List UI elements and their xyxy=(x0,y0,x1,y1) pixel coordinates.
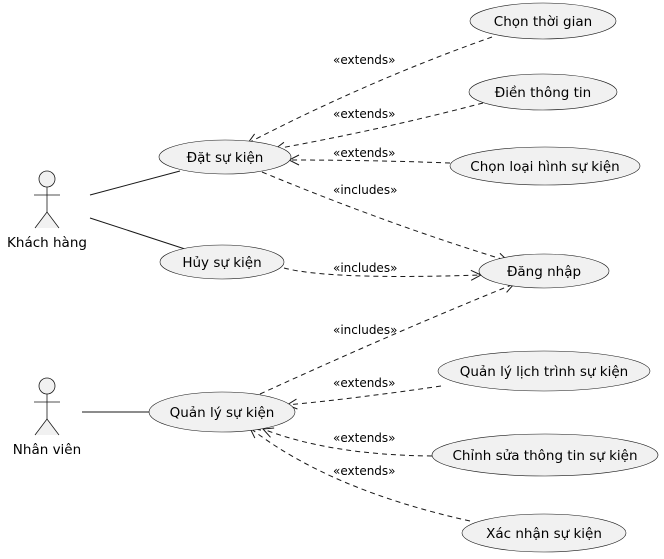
dependency-arrow xyxy=(287,385,442,405)
stereotype-label: «includes» xyxy=(333,261,397,275)
use-case-xac-nhan-su-kien: Xác nhận sự kiện xyxy=(461,513,627,553)
actor-staff: Nhân viên xyxy=(13,377,81,458)
dependency-arrow xyxy=(261,171,508,261)
relation-quan-ly-lich-trinh-to-quan-ly-su-kien: «extends» xyxy=(287,376,442,405)
use-case-ellipse xyxy=(158,139,292,175)
relation-quan-ly-su-kien-to-dang-nhap: «includes» xyxy=(259,284,514,395)
use-case-quan-ly-su-kien: Quản lý sự kiện xyxy=(148,391,296,433)
relation-dat-su-kien-to-dang-nhap: «includes» xyxy=(261,171,508,261)
use-case-chon-loai-hinh: Chọn loại hình sự kiện xyxy=(449,146,641,186)
use-case-ellipse xyxy=(478,253,610,289)
use-case-label: Đặt sự kiện xyxy=(187,150,264,166)
association-customer-dat-su-kien xyxy=(89,170,181,196)
use-case-ellipse xyxy=(437,350,651,392)
use-case-label: Hủy sự kiện xyxy=(182,255,261,271)
association-customer-huy-su-kien xyxy=(89,217,189,251)
actor-legs xyxy=(34,211,60,229)
use-case-ellipse xyxy=(449,146,641,186)
actor-head xyxy=(38,377,56,395)
actor-legs xyxy=(34,418,60,436)
use-case-dang-nhap: Đăng nhập xyxy=(478,253,610,289)
use-case-huy-su-kien: Hủy sự kiện xyxy=(159,244,285,280)
stereotype-label: «extends» xyxy=(333,53,396,67)
association-lines xyxy=(82,170,189,413)
actor-name: Nhân viên xyxy=(13,442,81,458)
relation-chinh-sua-thong-tin-to-quan-ly-su-kien: «extends» xyxy=(263,429,433,457)
dependency-arrow xyxy=(259,284,514,395)
use-case-dat-su-kien: Đặt sự kiện xyxy=(158,139,292,175)
stereotype-label: «extends» xyxy=(333,146,396,160)
stereotype-label: «extends» xyxy=(333,107,396,121)
actor-name: Khách hàng xyxy=(7,235,87,251)
use-case-quan-ly-lich-trinh: Quản lý lịch trình sự kiện xyxy=(437,350,651,392)
relation-huy-su-kien-to-dang-nhap: «includes» xyxy=(283,261,481,276)
use-case-chon-thoi-gian: Chọn thời gian xyxy=(469,2,617,40)
dependency-arrow xyxy=(289,160,451,163)
use-case-ellipse xyxy=(468,73,618,111)
actor-head xyxy=(38,170,56,188)
use-case-label: Quản lý lịch trình sự kiện xyxy=(460,364,628,380)
stereotype-label: «extends» xyxy=(333,431,396,445)
actor-customer: Khách hàng xyxy=(7,170,87,251)
use-case-ellipse xyxy=(148,391,296,433)
use-case-label: Quản lý sự kiện xyxy=(170,405,275,421)
use-case-ellipse xyxy=(431,433,659,477)
use-case-ellipse xyxy=(159,244,285,280)
use-case-label: Điền thông tin xyxy=(495,84,592,101)
relation-chon-thoi-gian-to-dat-su-kien: «extends» xyxy=(248,36,493,143)
use-case-ellipse xyxy=(461,513,627,553)
stereotype-label: «includes» xyxy=(333,323,397,337)
relation-dien-thong-tin-to-dat-su-kien: «extends» xyxy=(275,102,484,149)
stereotype-label: «extends» xyxy=(333,464,396,478)
stereotype-label: «extends» xyxy=(333,376,396,390)
use-case-label: Chọn thời gian xyxy=(494,14,592,30)
use-case-label: Đăng nhập xyxy=(507,264,581,280)
use-case-dien-thong-tin: Điền thông tin xyxy=(468,73,618,111)
use-case-chinh-sua-thong-tin: Chỉnh sửa thông tin sự kiện xyxy=(431,433,659,477)
use-case-ellipse xyxy=(469,2,617,40)
relationship-lines: «extends» «extends» «extends» «includes» «in… xyxy=(248,36,514,522)
use-case-label: Chỉnh sửa thông tin sự kiện xyxy=(452,448,637,464)
use-case-label: Chọn loại hình sự kiện xyxy=(470,159,619,175)
relation-xac-nhan-su-kien-to-quan-ly-su-kien: «extends» xyxy=(250,428,471,522)
stereotype-label: «includes» xyxy=(333,183,397,197)
dependency-arrow xyxy=(263,429,433,457)
dependency-arrow xyxy=(283,267,481,276)
relation-chon-loai-hinh-to-dat-su-kien: «extends» xyxy=(289,146,451,163)
use-case-label: Xác nhận sự kiện xyxy=(486,526,602,542)
